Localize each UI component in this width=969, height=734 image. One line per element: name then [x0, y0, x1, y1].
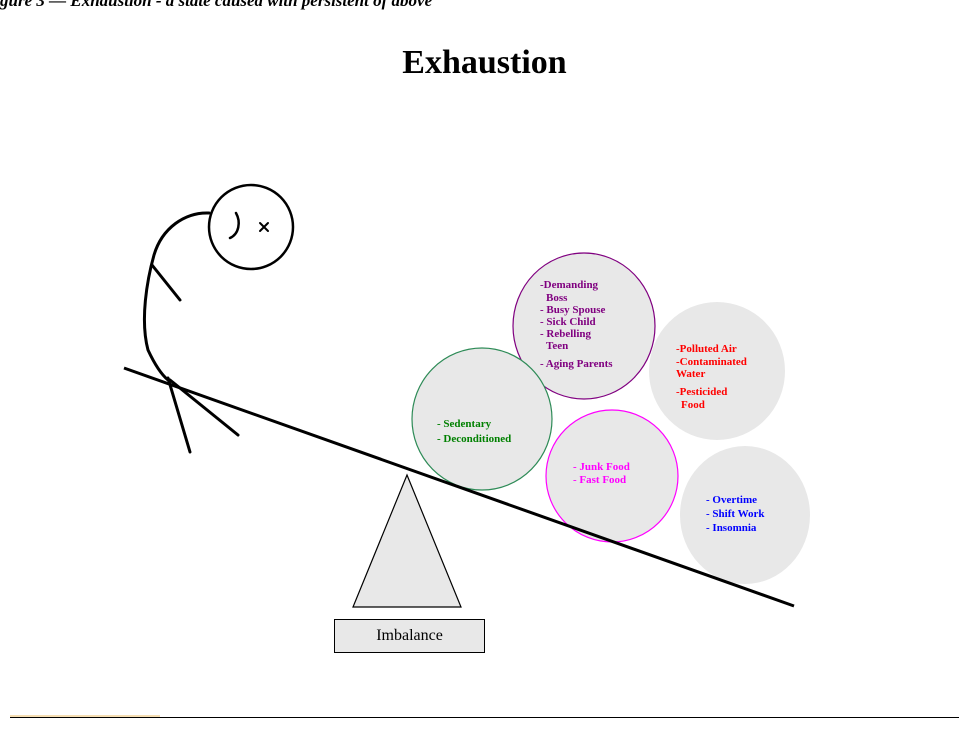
- bubble-environment-line: Food: [681, 399, 705, 411]
- bubble-activity: [411, 347, 553, 491]
- footer-accent: [10, 715, 160, 717]
- bubble-relationships-line: - Aging Parents: [540, 358, 613, 370]
- bubble-relationships-line: - Sick Child: [540, 316, 596, 328]
- seesaw-plank: [123, 366, 795, 608]
- bubble-work: [680, 446, 810, 584]
- bubble-relationships-line: - Busy Spouse: [540, 304, 606, 316]
- bubble-relationships-line: Boss: [546, 292, 568, 304]
- bubble-environment-line: Water: [676, 368, 705, 380]
- bubble-work-line: - Overtime: [706, 494, 757, 506]
- bubble-relationships-line: -Demanding: [540, 279, 599, 291]
- bubble-relationships-line: - Rebelling: [540, 328, 592, 340]
- bubble-environment: [649, 302, 785, 440]
- figure-eye-left: [228, 211, 240, 240]
- bubble-relationships: [512, 252, 656, 400]
- bubble-activity-line: - Sedentary: [437, 418, 492, 430]
- fulcrum-triangle: [352, 473, 462, 608]
- bubble-activity-line: - Deconditioned: [437, 433, 511, 445]
- bubble-diet-line: - Fast Food: [573, 474, 626, 486]
- imbalance-label-box: Imbalance: [334, 619, 485, 653]
- figure-eye-x: [259, 222, 269, 232]
- page-title: Exhaustion: [402, 44, 567, 81]
- bubble-diet-line: - Junk Food: [573, 461, 630, 473]
- bubble-work-line: - Insomnia: [706, 522, 757, 534]
- figure-head: [207, 183, 295, 271]
- bubble-relationships-line: Teen: [546, 340, 568, 352]
- bubble-environment-line: -Polluted Air: [676, 343, 737, 355]
- figure-caption: gure 3 — Exhaustion - a state caused wit…: [0, 0, 433, 10]
- stick-figure: [142, 183, 295, 454]
- figure-leg-left: [166, 376, 192, 454]
- imbalance-label: Imbalance: [376, 627, 443, 644]
- bubble-environment-line: -Pesticided: [676, 386, 727, 398]
- figure-spine: [142, 211, 211, 382]
- bubble-work-line: - Shift Work: [706, 508, 765, 520]
- figure-arm: [150, 263, 182, 302]
- bubble-environment-line: -Contaminated: [676, 356, 747, 368]
- footer-rule: [10, 717, 959, 718]
